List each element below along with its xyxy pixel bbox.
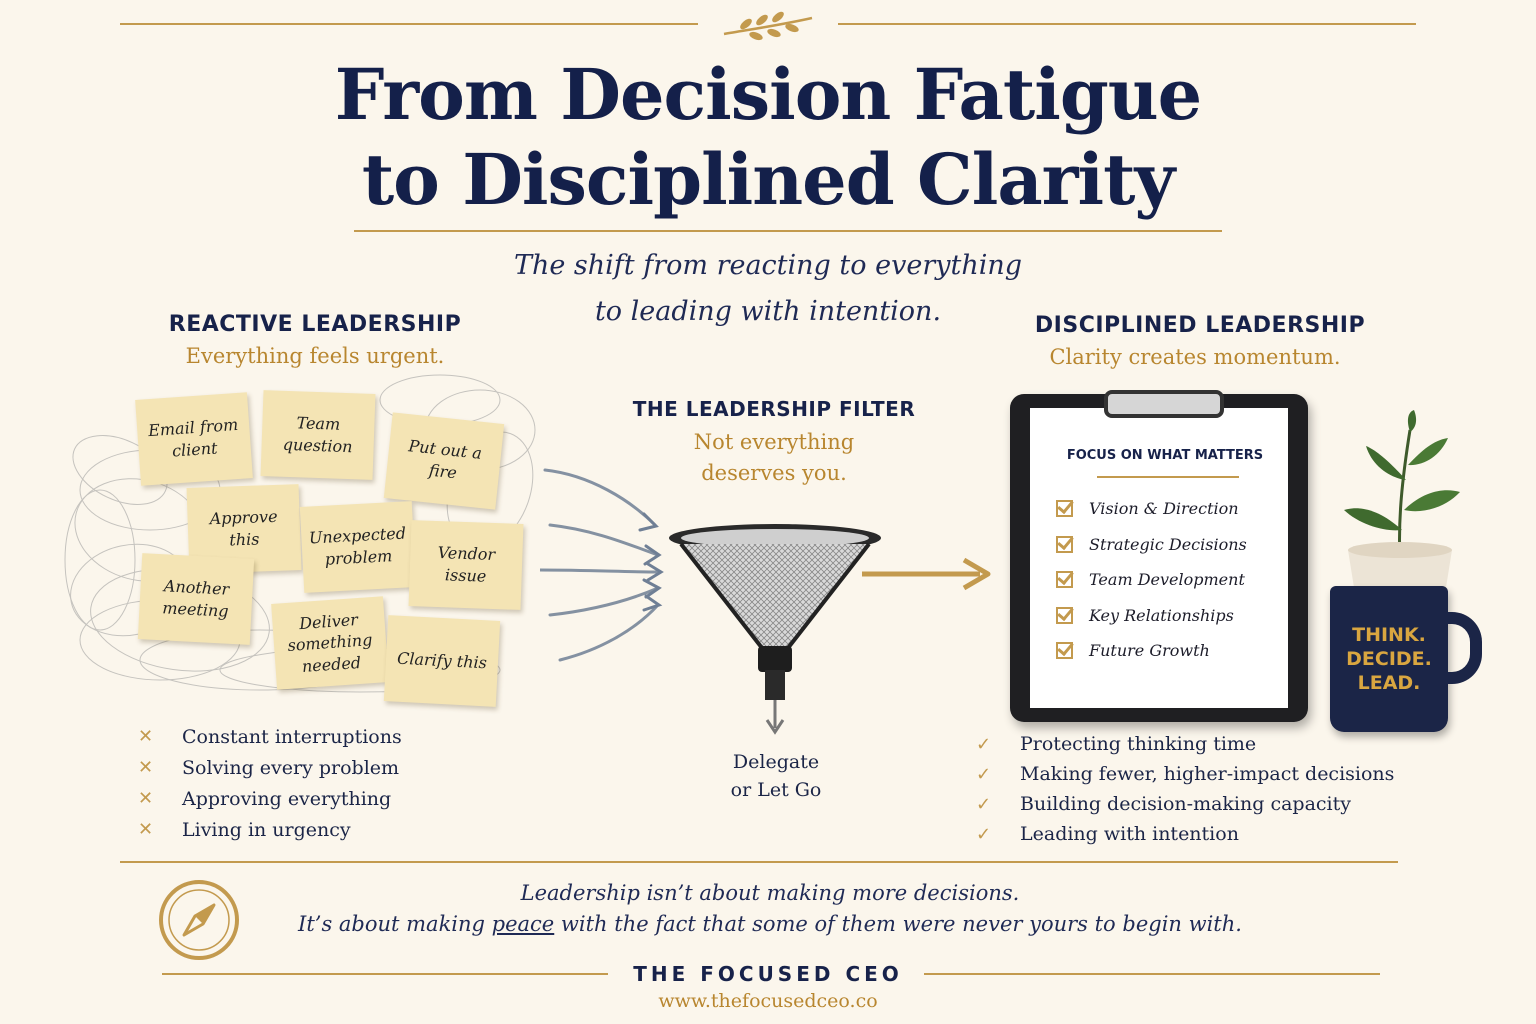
sticky-note: Vendor issue: [408, 520, 524, 610]
list-item-label: Solving every problem: [182, 756, 400, 779]
sticky-note: Email from client: [135, 392, 253, 486]
list-item: ✓ Leading with intention: [976, 819, 1394, 849]
check-icon: ✓: [976, 793, 992, 815]
filter-subheading-2: deserves you.: [701, 461, 847, 485]
clipboard: [1010, 394, 1308, 722]
quote-line-2-pre: It’s about making: [298, 912, 492, 936]
sticky-note: Unexpected problem: [299, 501, 417, 593]
quote-emphasis: peace: [491, 912, 555, 936]
footer-rule-left: [162, 973, 608, 975]
subtitle-line-1: The shift from reacting to everything: [513, 250, 1023, 281]
disciplined-subheading: Clarity creates momentum.: [1049, 345, 1341, 369]
clipboard-item: Future Growth: [1056, 633, 1296, 669]
list-item: ✕ Approving everything: [138, 783, 402, 814]
x-icon: ✕: [138, 726, 154, 747]
title-underline: [354, 230, 1222, 232]
mug-line: THINK.: [1352, 624, 1426, 646]
x-icon: ✕: [138, 819, 154, 840]
title-line-1: From Decision Fatigue: [334, 53, 1202, 136]
list-item-label: Making fewer, higher-impact decisions: [1020, 763, 1395, 785]
list-item: ✓ Protecting thinking time: [976, 729, 1394, 759]
clipboard-item: Vision & Direction: [1056, 491, 1296, 527]
list-item-label: Leading with intention: [1020, 823, 1239, 845]
clipboard-title: FOCUS ON WHAT MATTERS: [1066, 448, 1264, 463]
footer-brand: THE FOCUSED CEO: [633, 962, 903, 986]
checkbox-icon: [1056, 571, 1073, 589]
reactive-heading: REACTIVE LEADERSHIP: [168, 312, 462, 337]
list-item-label: Building decision-making capacity: [1020, 793, 1351, 815]
clipboard-item-label: Key Relationships: [1089, 605, 1234, 625]
list-item-label: Living in urgency: [182, 818, 351, 841]
sticky-note: Team question: [260, 390, 376, 480]
sticky-note: Put out a fire: [383, 412, 505, 510]
disciplined-heading: DISCIPLINED LEADERSHIP: [1034, 313, 1366, 338]
quote-line-2: It’s about making peace with the fact th…: [260, 912, 1280, 936]
footer-url[interactable]: www.thefocusedceo.co: [658, 990, 878, 1012]
quote-rule-top: [120, 861, 1398, 863]
list-item-label: Approving everything: [182, 787, 392, 810]
list-item: ✓ Making fewer, higher-impact decisions: [976, 759, 1394, 789]
clipboard-item: Strategic Decisions: [1056, 527, 1296, 563]
funnel-icon: [669, 524, 881, 735]
sticky-note: Another meeting: [137, 553, 255, 645]
mug-line: DECIDE.: [1346, 647, 1432, 670]
checkbox-icon: [1056, 606, 1073, 624]
filter-subheading-1: Not everything: [693, 430, 855, 454]
clipboard-item-label: Future Growth: [1089, 641, 1210, 661]
checkbox-icon: [1056, 500, 1073, 518]
title-line-2: to Disciplined Clarity: [361, 138, 1175, 221]
clipboard-item: Team Development: [1056, 562, 1296, 598]
top-rule-right: [838, 23, 1416, 25]
checkbox-icon: [1056, 535, 1073, 553]
mug-line: LEAD.: [1357, 671, 1421, 694]
clipboard-item-label: Team Development: [1089, 570, 1245, 590]
checkbox-icon: [1056, 642, 1073, 660]
plant-icon: [1344, 410, 1460, 600]
mug: [1330, 586, 1448, 732]
list-item: ✓ Building decision-making capacity: [976, 789, 1394, 819]
arrow-right-icon: [862, 557, 991, 591]
clipboard-item-label: Vision & Direction: [1089, 499, 1239, 519]
quote-line-2-post: with the fact that some of them were nev…: [554, 912, 1242, 936]
subtitle-line-2: to leading with intention.: [594, 296, 942, 327]
clipboard-item-label: Strategic Decisions: [1089, 534, 1247, 554]
list-item: ✕ Constant interruptions: [138, 721, 402, 752]
filter-heading: THE LEADERSHIP FILTER: [632, 397, 916, 421]
clipboard-title-rule: [1097, 476, 1239, 478]
reactive-subheading: Everything feels urgent.: [185, 344, 445, 368]
x-icon: ✕: [138, 788, 154, 809]
flow-arrows: [540, 468, 664, 662]
clipboard-list: Vision & Direction Strategic Decisions T…: [1056, 491, 1296, 669]
mug-text: THINK. DECIDE. LEAD.: [1330, 624, 1448, 695]
x-icon: ✕: [138, 757, 154, 778]
top-rule-left: [120, 23, 698, 25]
compass-icon: [159, 880, 239, 960]
sticky-note: Deliver something needed: [271, 596, 389, 690]
filter-output-2: or Let Go: [730, 779, 822, 801]
quote-line-1: Leadership isn’t about making more decis…: [520, 881, 1020, 905]
list-item-label: Constant interruptions: [182, 725, 402, 748]
filter-output-1: Delegate: [732, 751, 820, 773]
clipboard-paper: [1030, 408, 1288, 708]
check-icon: ✓: [976, 733, 992, 755]
reactive-list: ✕ Constant interruptions ✕ Solving every p…: [138, 721, 402, 845]
list-item-label: Protecting thinking time: [1020, 733, 1257, 755]
disciplined-list: ✓ Protecting thinking time ✓ Making fewer,…: [976, 729, 1394, 849]
footer-rule-right: [924, 973, 1380, 975]
laurel-icon: [723, 11, 813, 41]
sticky-note: Clarify this: [383, 615, 501, 707]
clipboard-clip: [1104, 390, 1224, 418]
check-icon: ✓: [976, 763, 992, 785]
clipboard-item: Key Relationships: [1056, 598, 1296, 634]
list-item: ✕ Solving every problem: [138, 752, 402, 783]
check-icon: ✓: [976, 823, 992, 845]
list-item: ✕ Living in urgency: [138, 814, 402, 845]
